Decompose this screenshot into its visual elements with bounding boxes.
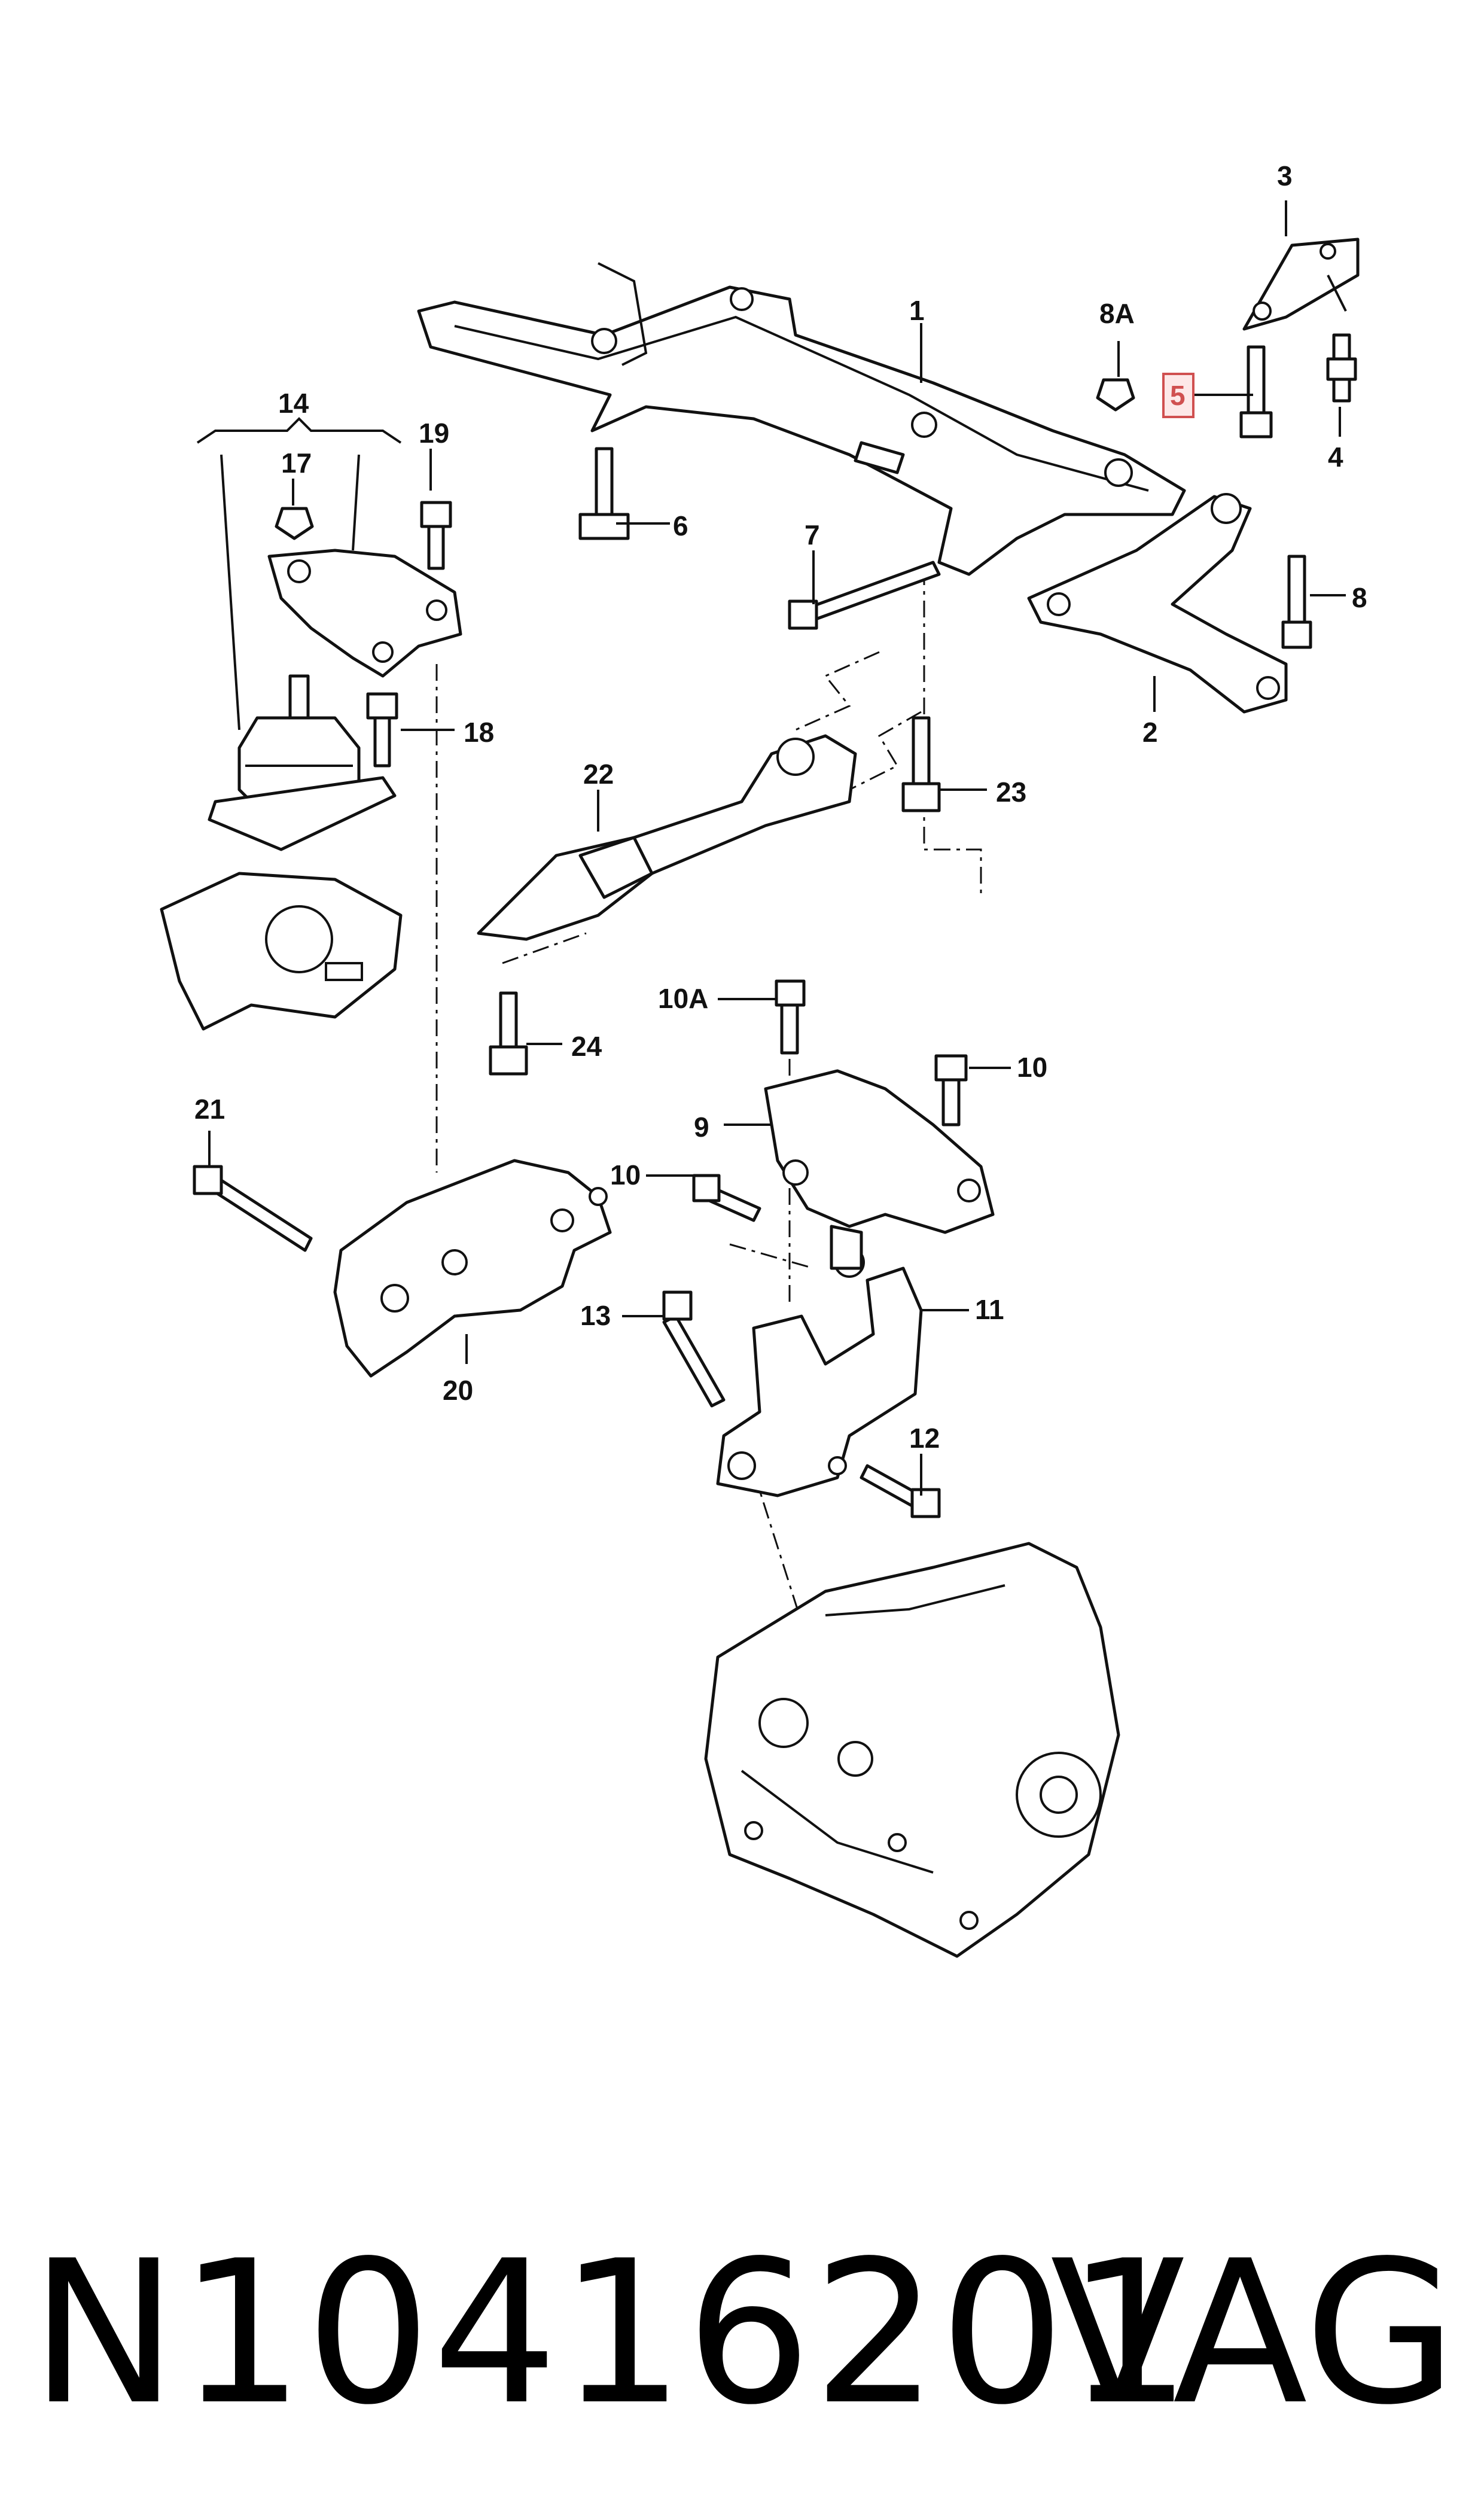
callout-2: 2 (1142, 717, 1158, 748)
callout-8a: 8A (1099, 298, 1135, 329)
callout-labels: 1 2 3 4 5 6 7 8 8A 9 10 10 10A 11 12 13 … (194, 160, 1367, 1454)
callout-1: 1 (909, 295, 925, 326)
callout-14: 14 (278, 388, 309, 419)
torque-rod-part-22 (477, 734, 857, 941)
leader-lines (196, 200, 1346, 1496)
bolt-7 (788, 561, 941, 630)
bolt-21 (193, 1165, 313, 1252)
callout-10a: 10A (658, 983, 708, 1014)
callout-11: 11 (975, 1294, 1004, 1325)
highlight-box (1162, 373, 1194, 418)
part-number: N10416201 (30, 2218, 1193, 2448)
callout-20: 20 (443, 1375, 473, 1406)
bolt-24 (489, 991, 528, 1076)
bolt-18 (366, 692, 398, 768)
bracket-part-11 (716, 1266, 923, 1497)
bolt-6 (578, 447, 630, 540)
callout-3: 3 (1277, 160, 1293, 191)
bolt-10-left (692, 1174, 761, 1222)
callout-17: 17 (281, 447, 312, 479)
bolt-4 (1326, 333, 1357, 403)
callout-7: 7 (805, 519, 820, 550)
transmission-mount-part-9 (764, 1069, 995, 1278)
callout-24: 24 (571, 1031, 602, 1062)
callout-4: 4 (1328, 442, 1343, 473)
bolt-10-right (934, 1054, 968, 1126)
bolt-12 (860, 1464, 941, 1518)
exploded-parts-diagram: 1 2 3 4 5 6 7 8 8A 9 10 10 10A 11 12 13 … (160, 160, 1367, 1958)
subframe-part (417, 262, 1186, 576)
bolt-23 (901, 716, 941, 812)
bolt-5 (1239, 345, 1273, 439)
callout-22: 22 (583, 759, 614, 790)
bolt-8 (1281, 555, 1312, 649)
callout-23: 23 (996, 777, 1026, 808)
brand-name: VAG (1050, 2218, 1457, 2448)
callout-8: 8 (1352, 582, 1367, 613)
bolt-13 (662, 1290, 726, 1408)
body-panel-part (160, 872, 403, 1031)
footer: N10416201 VAG (0, 2208, 1484, 2459)
gearbox-part (704, 1542, 1120, 1958)
callout-12: 12 (909, 1423, 940, 1454)
nut-17 (275, 507, 314, 540)
callout-18: 18 (464, 717, 494, 748)
callout-9: 9 (694, 1112, 709, 1143)
callout-21: 21 (194, 1094, 225, 1125)
callout-6: 6 (673, 510, 688, 541)
control-arm-part (1027, 493, 1288, 714)
nut-8a (1096, 378, 1135, 412)
bracket-part-3 (1242, 238, 1360, 331)
callout-5: 5 (1170, 380, 1186, 411)
engine-mount-part-14 (208, 549, 462, 851)
callout-10-right: 10 (1017, 1052, 1047, 1083)
callout-13: 13 (580, 1300, 611, 1331)
callout-10-left: 10 (610, 1159, 641, 1191)
bolt-19 (420, 501, 452, 570)
callout-19: 19 (419, 418, 449, 449)
mount-bracket-part-20 (333, 1159, 612, 1378)
bolt-10a (775, 979, 806, 1055)
